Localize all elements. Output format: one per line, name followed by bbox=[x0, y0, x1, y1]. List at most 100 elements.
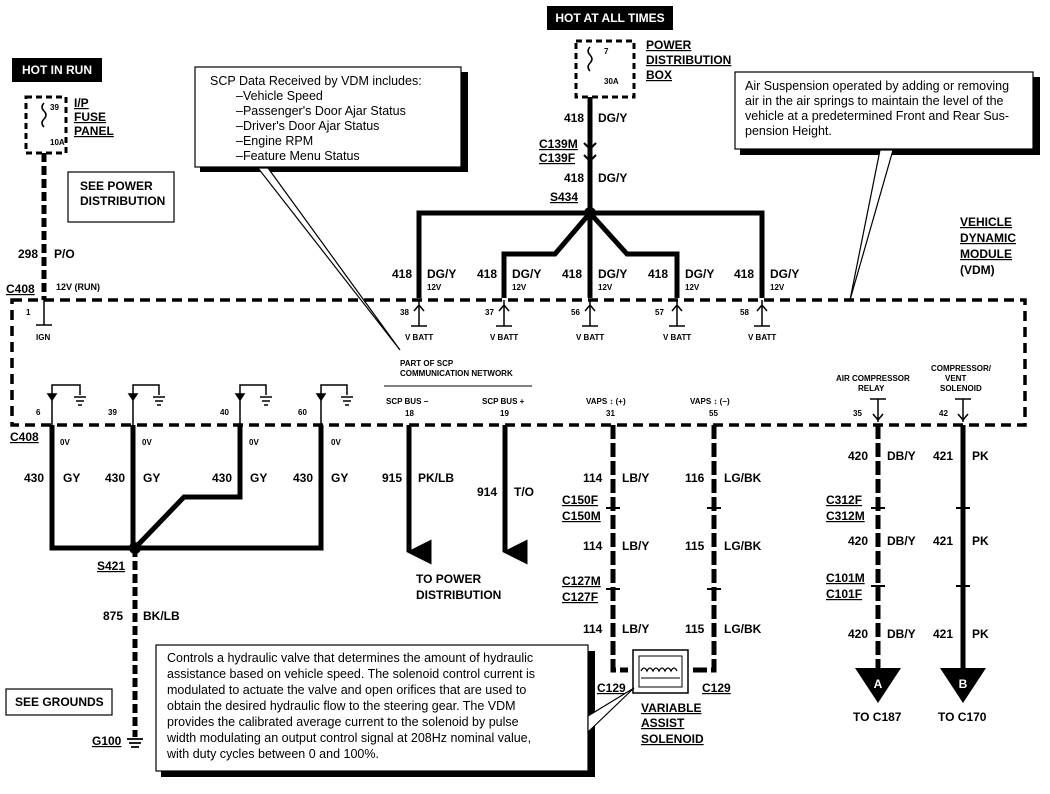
vbatt-pins: 38 V BATT 37 V BATT 56 V BATT 57 V BATT … bbox=[400, 300, 776, 342]
scp-note-item: –Feature Menu Status bbox=[236, 149, 360, 163]
air-suspension-note-box bbox=[734, 71, 1034, 150]
ground-wire-number: 430 bbox=[212, 471, 232, 485]
connector-c139-symbol bbox=[583, 142, 597, 163]
connector-c312m: C312M bbox=[826, 509, 865, 523]
hydraulic-note-line: width modulating an output control signa… bbox=[166, 731, 531, 745]
relay-pin-symbol bbox=[870, 398, 886, 422]
scp-note-title: SCP Data Received by VDM includes: bbox=[210, 74, 422, 88]
pin-number: 31 bbox=[606, 409, 615, 418]
offpage-connector-b bbox=[940, 668, 986, 703]
pin-number: 19 bbox=[500, 409, 509, 418]
vbatt-wire-number: 418 bbox=[648, 267, 668, 281]
voltage-0v: 0V bbox=[60, 438, 70, 447]
power-distribution-box-label-3: BOX bbox=[646, 68, 672, 82]
ground-pin-39-line bbox=[132, 384, 160, 425]
to-c187-label: TO C187 bbox=[853, 710, 902, 724]
solenoid-coil-icon bbox=[640, 667, 678, 673]
hot-at-all-times-label: HOT AT ALL TIMES bbox=[555, 11, 664, 25]
air-compressor-relay-label-1: AIR COMPRESSOR bbox=[836, 374, 910, 383]
connector-c312f: C312F bbox=[826, 493, 862, 507]
pin-vbatt-38: 38 V BATT bbox=[400, 300, 433, 342]
offpage-connector-b-label: B bbox=[959, 677, 968, 691]
variable-assist-solenoid bbox=[632, 649, 689, 694]
pin-number: 55 bbox=[709, 409, 718, 418]
ip-fuse-panel-label-1: I/P bbox=[74, 96, 89, 110]
vbatt-branches bbox=[416, 210, 765, 298]
compressor-vent-label-1: COMPRESSOR/ bbox=[931, 364, 992, 373]
hydraulic-note-line: Controls a hydraulic valve that determin… bbox=[167, 651, 533, 665]
vbatt-voltage: 12V bbox=[427, 283, 442, 292]
wire-914-number: 914 bbox=[477, 485, 497, 499]
vbatt-wire-color: DG/Y bbox=[427, 267, 456, 281]
fuse-ip-rating: 10A bbox=[50, 138, 65, 147]
pin-number: 18 bbox=[405, 409, 414, 418]
wire-420-color: DB/Y bbox=[887, 449, 916, 463]
air-suspension-note-line: vehicle at a predetermined Front and Rea… bbox=[745, 109, 1009, 123]
wire-421-color: PK bbox=[972, 534, 989, 548]
pin-number: 40 bbox=[220, 408, 229, 417]
compressor-vent-label-3: SOLENOID bbox=[940, 384, 982, 393]
connector-c408-top: C408 bbox=[6, 282, 35, 296]
vbatt-voltage: 12V bbox=[685, 283, 700, 292]
fuse-ip-number: 39 bbox=[50, 103, 59, 112]
vbatt-wire-number: 418 bbox=[562, 267, 582, 281]
connector-c127f: C127F bbox=[562, 590, 598, 604]
pin-number: 6 bbox=[36, 408, 41, 417]
air-suspension-note-line: pension Height. bbox=[745, 124, 832, 138]
vaps-minus-wire-number: 115 bbox=[685, 622, 705, 636]
vaps-wires bbox=[610, 425, 717, 673]
wire-875-color: BK/LB bbox=[143, 609, 180, 623]
scp-note-item: –Engine RPM bbox=[236, 134, 313, 148]
fuse-ip-icon bbox=[41, 102, 47, 128]
scp-note-item: –Passenger's Door Ajar Status bbox=[236, 104, 406, 118]
ground-icon bbox=[260, 396, 272, 406]
wire-420-number: 420 bbox=[848, 627, 868, 641]
connector-c101m: C101M bbox=[826, 571, 865, 585]
wire-421-number: 421 bbox=[933, 449, 953, 463]
air-suspension-note-line: air in the air springs to maintain the l… bbox=[745, 94, 1004, 108]
vbatt-wire-number: 418 bbox=[477, 267, 497, 281]
ground-pin-40-line bbox=[239, 384, 267, 425]
vaps-minus-wire-color: LG/BK bbox=[724, 471, 762, 485]
vbatt-wire-number: 418 bbox=[392, 267, 412, 281]
splice-s421-label: S421 bbox=[97, 559, 125, 573]
ip-fuse-panel-label-2: FUSE bbox=[74, 110, 106, 124]
offpage-connector-a bbox=[855, 668, 901, 703]
wire-418-b-number: 418 bbox=[564, 171, 584, 185]
ground-icon bbox=[341, 396, 353, 406]
wire-915-color: PK/LB bbox=[418, 471, 454, 485]
vaps-minus-wire-number: 115 bbox=[685, 539, 705, 553]
pin-number: 60 bbox=[298, 408, 307, 417]
ground-wire-number: 430 bbox=[105, 471, 125, 485]
connector-c129-right: C129 bbox=[702, 681, 731, 695]
scp-note-pointer bbox=[256, 167, 401, 351]
connector-c150f: C150F bbox=[562, 493, 598, 507]
wire-420-color: DB/Y bbox=[887, 627, 916, 641]
ground-wire-color: GY bbox=[143, 471, 160, 485]
hydraulic-note-line: assistance based on vehicle speed. The s… bbox=[167, 667, 535, 681]
vdm-module-box bbox=[10, 298, 1027, 427]
connector-c408-bottom: C408 bbox=[10, 430, 39, 444]
vdm-label-3: MODULE bbox=[960, 247, 1012, 261]
pin-ign: 1 IGN bbox=[26, 300, 52, 342]
pin-vbatt-37: 37 V BATT bbox=[485, 300, 518, 342]
vaps-minus-wire-number: 116 bbox=[685, 471, 705, 485]
vaps-plus-wire-number: 114 bbox=[583, 539, 603, 553]
wire-875-number: 875 bbox=[103, 609, 123, 623]
wire-418-a-number: 418 bbox=[564, 111, 584, 125]
to-power-distribution-1: TO POWER bbox=[416, 572, 481, 586]
to-c170-label: TO C170 bbox=[938, 710, 987, 724]
see-power-distribution-2: DISTRIBUTION bbox=[80, 194, 165, 208]
vbatt-voltage: 12V bbox=[770, 283, 785, 292]
fuse-pdb-rating: 30A bbox=[604, 77, 619, 86]
wire-420-number: 420 bbox=[848, 534, 868, 548]
hydraulic-note-line: with duty cycles between 0 and 100%. bbox=[166, 747, 379, 761]
vbatt-wire-number: 418 bbox=[734, 267, 754, 281]
to-power-distribution-2: DISTRIBUTION bbox=[416, 588, 501, 602]
ground-wire-number: 430 bbox=[293, 471, 313, 485]
vbatt-voltage: 12V bbox=[598, 283, 613, 292]
svg-text:57: 57 bbox=[655, 308, 664, 317]
ground-wire-6 bbox=[49, 425, 135, 551]
ip-fuse-panel-label-3: PANEL bbox=[74, 124, 114, 138]
hydraulic-note-line: provides the calibrated average current … bbox=[167, 715, 519, 729]
